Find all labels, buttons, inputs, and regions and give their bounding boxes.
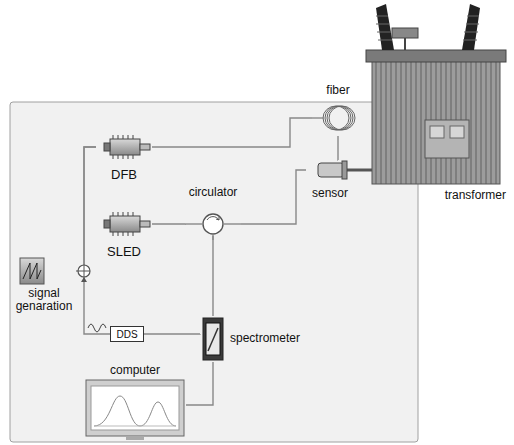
fiber-link (212, 236, 213, 316)
component-label: SLED (96, 207, 152, 259)
system-panel (10, 102, 418, 442)
component-name: DDS (116, 329, 137, 340)
component-label: fiber (312, 84, 364, 136)
process-box: DDS (110, 326, 144, 342)
component-name: circulator (189, 186, 238, 199)
component-name: SLED (107, 245, 141, 259)
fiber-link (152, 223, 185, 224)
signal-generator-icon (20, 258, 44, 284)
fiber-stub (224, 223, 241, 224)
fiber-link (186, 362, 213, 405)
fiber-stub (312, 117, 324, 118)
component-label: transformer (356, 6, 510, 202)
sled-module (104, 212, 150, 236)
fiber-link (337, 136, 338, 160)
dfb-laser-module (104, 135, 150, 159)
fiber-link (76, 147, 96, 271)
sine-wave (88, 324, 106, 332)
computer-monitor (86, 380, 184, 440)
spectrometer-icon (203, 318, 223, 360)
adder-symbol (78, 265, 90, 282)
component-label: sensor (306, 160, 354, 200)
component-label: spectrometer (200, 316, 300, 362)
fiber-link (152, 118, 312, 147)
fiber-stub (185, 223, 202, 224)
sensor-valve (318, 161, 372, 179)
component-label: circulator (185, 186, 241, 236)
component-name: DFB (111, 168, 137, 182)
fiber-link (241, 170, 306, 224)
component-label: computer (84, 364, 186, 442)
component-name: signal genaration (12, 287, 76, 313)
component-label: signal genaration (12, 255, 76, 313)
fiber-coil (323, 106, 355, 130)
component-name: fiber (326, 84, 349, 97)
fiber-link (84, 147, 110, 334)
fiber-stub (212, 235, 213, 240)
component-name: sensor (312, 187, 348, 200)
component-name: transformer (445, 189, 506, 202)
transformer-illustration (366, 4, 506, 184)
circulator-symbol (203, 214, 223, 234)
component-name: spectrometer (230, 332, 300, 345)
component-name: computer (110, 364, 160, 377)
fiber-link (144, 333, 200, 334)
component-label: DFB (96, 130, 152, 182)
